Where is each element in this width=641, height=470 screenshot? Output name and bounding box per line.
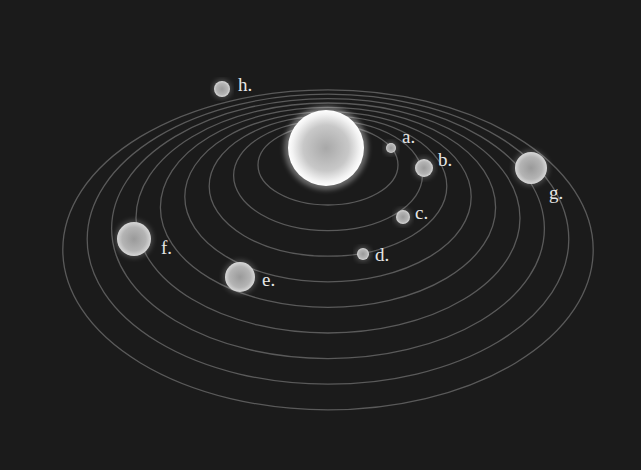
planet <box>225 262 255 292</box>
planet <box>396 210 410 224</box>
orbit <box>160 107 495 307</box>
planet-glow <box>223 260 257 294</box>
sun-glow <box>284 106 368 190</box>
planet <box>515 152 547 184</box>
planet-label: c. <box>415 203 428 222</box>
planet <box>214 81 230 97</box>
orbit <box>112 99 545 359</box>
planet-glow <box>394 208 412 226</box>
orbit <box>63 90 593 410</box>
planets <box>115 79 549 294</box>
planet-glow <box>413 157 435 179</box>
planet-label: e. <box>262 270 275 289</box>
planet-label: d. <box>375 245 389 264</box>
planet <box>117 222 151 256</box>
sun <box>288 110 364 186</box>
planet <box>357 248 369 260</box>
orbit <box>136 103 520 333</box>
orbit <box>87 94 569 384</box>
planet-label: g. <box>549 183 563 202</box>
planet <box>415 159 433 177</box>
planet-glow <box>384 141 398 155</box>
planet-glow <box>212 79 232 99</box>
planet-label: f. <box>161 238 172 257</box>
planet-label: a. <box>402 127 415 146</box>
planet-glow <box>513 150 549 186</box>
orbit-lines <box>63 90 593 410</box>
planet-label: b. <box>438 150 452 169</box>
planet-glow <box>355 246 371 262</box>
planet-label: h. <box>238 75 252 94</box>
planet <box>386 143 396 153</box>
planet-glow <box>115 220 153 258</box>
